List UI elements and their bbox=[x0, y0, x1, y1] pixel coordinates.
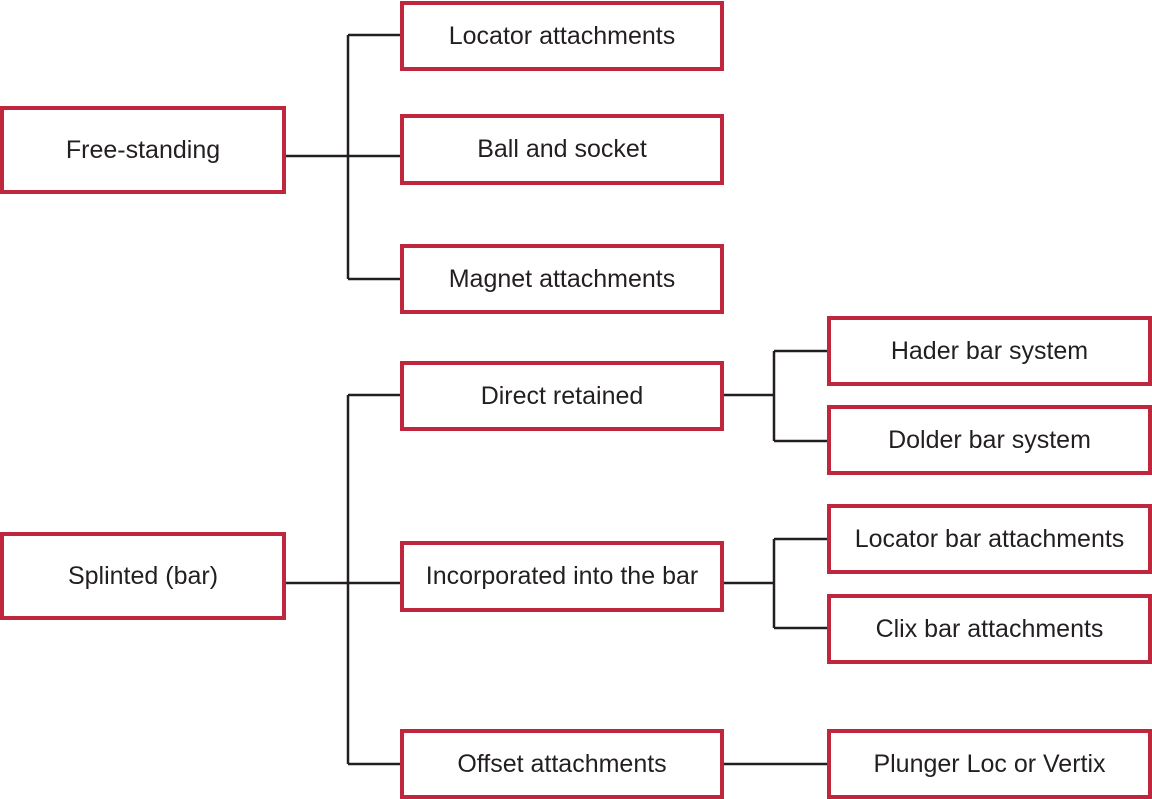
node-locator-bar-attachments: Locator bar attachments bbox=[827, 504, 1152, 574]
node-dolder-bar-system: Dolder bar system bbox=[827, 405, 1152, 475]
node-locator-attachments: Locator attachments bbox=[400, 1, 724, 71]
node-direct-retained: Direct retained bbox=[400, 361, 724, 431]
node-ball-and-socket: Ball and socket bbox=[400, 114, 724, 185]
node-free-standing: Free-standing bbox=[0, 106, 286, 194]
node-plunger-loc-vertix: Plunger Loc or Vertix bbox=[827, 729, 1152, 799]
node-magnet-attachments: Magnet attachments bbox=[400, 244, 724, 314]
node-hader-bar-system: Hader bar system bbox=[827, 316, 1152, 386]
node-splinted-bar: Splinted (bar) bbox=[0, 532, 286, 620]
node-incorporated-into-bar: Incorporated into the bar bbox=[400, 541, 724, 612]
node-clix-bar-attachments: Clix bar attachments bbox=[827, 594, 1152, 664]
node-offset-attachments: Offset attachments bbox=[400, 729, 724, 799]
